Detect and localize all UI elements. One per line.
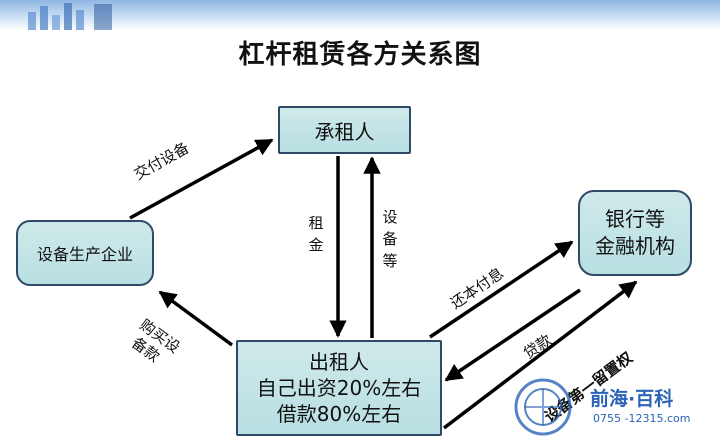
lessor-label-line1: 出租人 — [308, 350, 369, 374]
lessor-label-line2: 自己出资20%左右 — [256, 376, 422, 400]
bank-label-line2: 金融机构 — [595, 234, 675, 258]
lessee-label: 承租人 — [314, 119, 375, 144]
bank-label-line1: 银行等 — [605, 207, 665, 231]
watermark-emblem-icon — [514, 378, 572, 436]
watermark-phone: 0755 -12315.com — [593, 412, 691, 425]
watermark-name: 前海·百科 — [590, 388, 674, 410]
arrow-deliver-equipment — [129, 138, 274, 220]
arrow-repay — [429, 240, 574, 339]
edge-label-rent-char: 租 — [308, 214, 324, 232]
arrow-lien — [442, 280, 638, 430]
decorative-chart-graphic — [28, 3, 112, 30]
edge-label-equipment-char: 备 — [382, 230, 398, 248]
header-banner — [0, 0, 720, 30]
bank-node: 银行等 金融机构 — [578, 190, 692, 276]
edge-label-equipment-char: 等 — [382, 252, 398, 270]
edge-label-rent: 租 金 — [307, 212, 325, 256]
arrow-loan — [444, 288, 581, 382]
manufacturer-label: 设备生产企业 — [36, 245, 133, 264]
lessor-label-line3: 借款80%左右 — [276, 402, 402, 426]
lessee-node: 承租人 — [278, 106, 411, 154]
arrow-purchase-payment — [158, 290, 234, 347]
manufacturer-node: 设备生产企业 — [16, 220, 154, 286]
lessor-node: 出租人 自己出资20%左右 借款80%左右 — [236, 340, 442, 436]
edge-label-equipment-char: 设 — [382, 208, 398, 226]
diagram-title: 杠杆租赁各方关系图 — [238, 40, 482, 70]
edge-label-equipment: 设 备 等 — [381, 206, 399, 272]
edge-label-rent-char: 金 — [308, 236, 324, 254]
